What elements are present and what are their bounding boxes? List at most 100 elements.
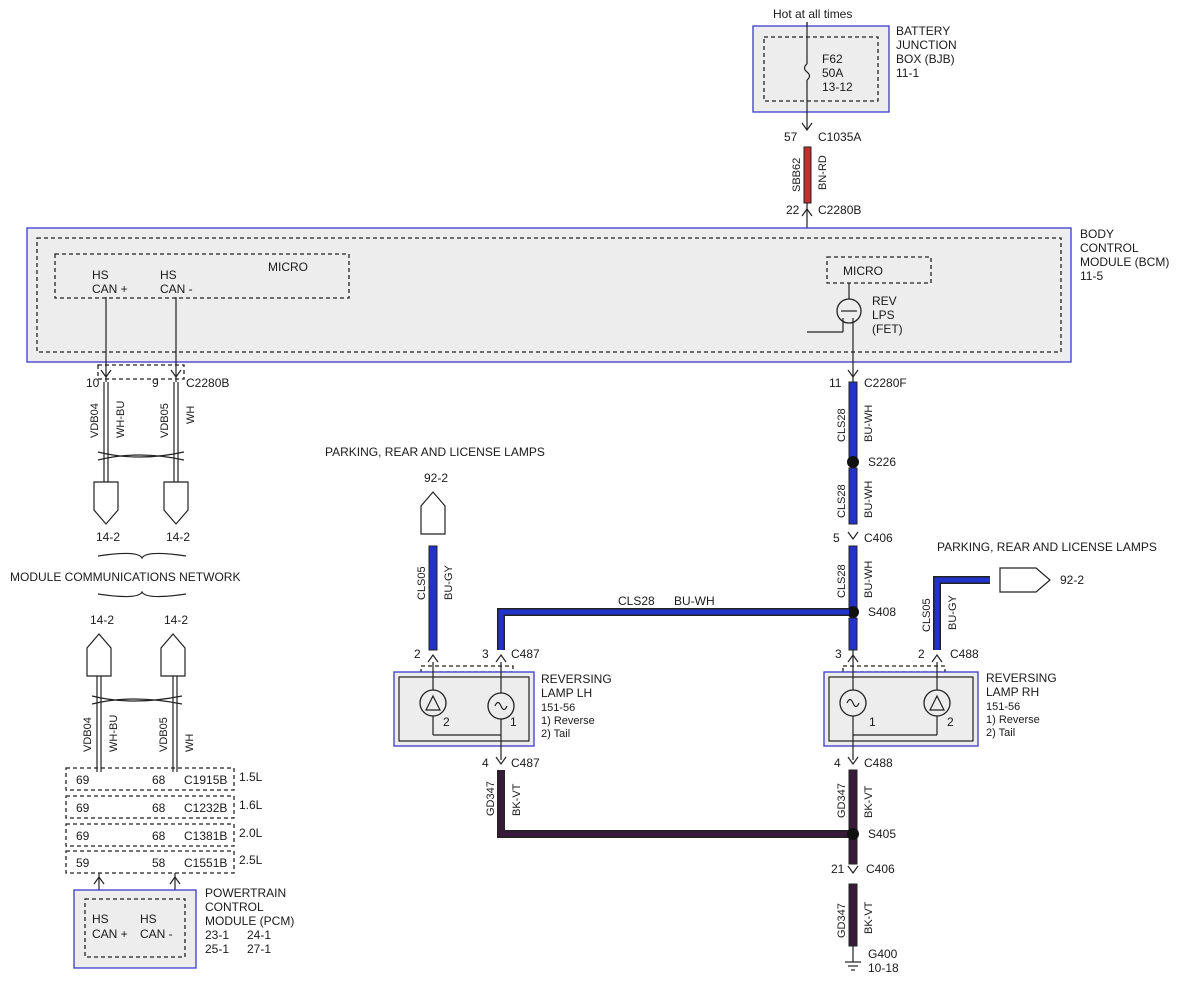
- bcm-name-4: 11-5: [1080, 269, 1103, 283]
- ground-circuit: S405 21 C406 GD347 BK-VT G400 10-18: [831, 827, 899, 975]
- feed-splice2: S408: [868, 605, 896, 619]
- rh-name-4: 1) Reverse: [986, 714, 1040, 726]
- pcm-connector-row: 69 68 C1915B 1.5L: [65, 767, 263, 791]
- reverse-feed-wire: 11 C2280F CLS28 BU-WH S226 CLS28 BU-WH 5…: [497, 369, 907, 651]
- variant: 1.5L: [239, 770, 263, 784]
- lh-name-4: 1) Reverse: [541, 715, 595, 727]
- rh-connector: C488: [950, 647, 979, 661]
- bn-rd-wire: [803, 146, 812, 204]
- fuse-icon: [803, 63, 811, 81]
- lh-pin-rev: 3: [482, 647, 489, 661]
- body-control-module: MICRO HS CAN + HS CAN - MICRO REV LPS (F…: [26, 227, 1169, 382]
- ground-color: BK-VT: [863, 901, 875, 934]
- feed-color-2: BU-WH: [863, 481, 875, 518]
- pin-a: 59: [76, 856, 90, 870]
- bu-wh-wire: [848, 467, 858, 525]
- rev-lps-3: (FET): [872, 322, 903, 336]
- pin-a: 69: [76, 773, 90, 787]
- page-ref-arrow-icon: [93, 481, 119, 525]
- feed-splice1: S226: [868, 455, 896, 469]
- connector-arrow-icon: [170, 369, 182, 379]
- can-pin-a: 10: [86, 376, 100, 390]
- hs-can-minus-1: HS: [160, 268, 177, 282]
- connector: C1232B: [184, 801, 227, 815]
- bcm-name-1: BODY: [1080, 227, 1114, 241]
- micro-right-label: MICRO: [843, 264, 883, 278]
- bjb-name-1: BATTERY: [896, 24, 950, 38]
- bcm-name-2: CONTROL: [1080, 241, 1139, 255]
- can-color-a: WH-BU: [115, 401, 127, 438]
- pcm-connector-row: 69 68 C1232B 1.6L: [65, 795, 263, 819]
- feed-pin1: 11: [829, 376, 842, 390]
- can-circuit-b: VDB05: [159, 403, 171, 438]
- hot-at-all-times-label: Hot at all times: [773, 7, 852, 21]
- bu-wh-crossover-wire: [497, 608, 849, 650]
- battery-junction-box: Hot at all times F62 50A 13-12 BATTERY J…: [752, 7, 957, 130]
- ground-ref: 10-18: [868, 961, 899, 975]
- bk-vt-wire: [497, 770, 849, 838]
- network-brace-icon: [97, 552, 187, 560]
- lh-gnd-connector: C487: [511, 756, 540, 770]
- connector-arrow-icon: [495, 653, 507, 663]
- bcm-name-3: MODULE (BCM): [1080, 255, 1169, 269]
- page-ref-arrow-icon: [999, 567, 1051, 593]
- twisted-pair-icon: [97, 451, 185, 461]
- cross-color: BU-WH: [674, 594, 715, 608]
- lh-gnd-color: BK-VT: [511, 783, 523, 816]
- can-color-b: WH: [185, 406, 197, 424]
- reversing-lamp-lh: PARKING, REAR AND LICENSE LAMPS 92-2 CLS…: [325, 445, 849, 838]
- connector: C1551B: [184, 856, 227, 870]
- lh-ref: 92-2: [424, 471, 448, 485]
- supply-color: BN-RD: [817, 155, 829, 190]
- can-color-c: WH-BU: [108, 715, 120, 752]
- rh-gnd-connector: C488: [864, 756, 893, 770]
- lh-name-3: 151-56: [541, 702, 575, 714]
- supply-circuit: SBB62: [791, 158, 803, 192]
- lh-parking-title: PARKING, REAR AND LICENSE LAMPS: [325, 445, 545, 459]
- connector-arrow-icon: [931, 653, 943, 663]
- network-label: MODULE COMMUNICATIONS NETWORK: [10, 570, 240, 584]
- lh-bulb-pin-rev: 1: [510, 715, 517, 729]
- pcm-connector-table: 69 68 C1915B 1.5L 69 68 C1232B 1.6L 69 6…: [65, 767, 263, 890]
- pcm-name-1: POWERTRAIN: [205, 886, 286, 900]
- fuse-id: F62: [822, 52, 843, 66]
- lh-name-5: 2) Tail: [541, 728, 570, 740]
- rh-name-2: LAMP RH: [986, 685, 1039, 699]
- variant: 2.5L: [239, 853, 263, 867]
- feed-circuit-3: CLS28: [836, 564, 848, 598]
- lh-pin-park: 2: [414, 647, 421, 661]
- bu-gy-wire: [428, 545, 438, 651]
- feed-conn1: C2280F: [864, 376, 907, 390]
- connector-arrow-icon: [427, 653, 439, 663]
- bu-wh-wire: [848, 617, 858, 651]
- page-ref-arrow-icon: [163, 481, 189, 525]
- can-connector: C2280B: [186, 376, 229, 390]
- feed-circuit-2: CLS28: [836, 484, 848, 518]
- rh-circuit: CLS05: [921, 598, 933, 632]
- hs-can-minus-2: CAN -: [160, 282, 193, 296]
- connector-arrow-icon: [100, 369, 112, 379]
- connector-arrow-icon: [801, 122, 813, 132]
- feed-pin2: 5: [833, 531, 840, 545]
- can-ref-c: 14-2: [90, 613, 114, 627]
- bk-vt-wire: [848, 769, 858, 865]
- rh-ref: 92-2: [1060, 573, 1084, 587]
- feed-circuit-1: CLS28: [836, 408, 848, 442]
- rh-bulb-pin-rev: 1: [869, 715, 876, 729]
- page-ref-arrow-icon: [160, 633, 186, 677]
- can-bus-upper: 10 9 C2280B VDB04 WH-BU VDB05 WH 14-2 14…: [10, 364, 240, 598]
- splice-dot: [847, 606, 859, 618]
- can-circuit-d: VDB05: [158, 717, 170, 752]
- variant: 2.0L: [239, 826, 263, 840]
- pcm-can-plus-2: CAN +: [92, 927, 128, 941]
- lh-gnd-circuit: GD347: [485, 781, 497, 816]
- page-ref-arrow-icon: [86, 633, 112, 677]
- micro-right-box: [826, 256, 932, 284]
- ground-connector: C406: [866, 862, 895, 876]
- bjb-box: [752, 25, 890, 113]
- supply-conn-bottom: C2280B: [818, 203, 861, 217]
- rev-lps-1: REV: [872, 294, 897, 308]
- rh-name-3: 151-56: [986, 701, 1020, 713]
- page-ref-arrow-icon: [420, 491, 446, 535]
- connector: C1915B: [184, 773, 227, 787]
